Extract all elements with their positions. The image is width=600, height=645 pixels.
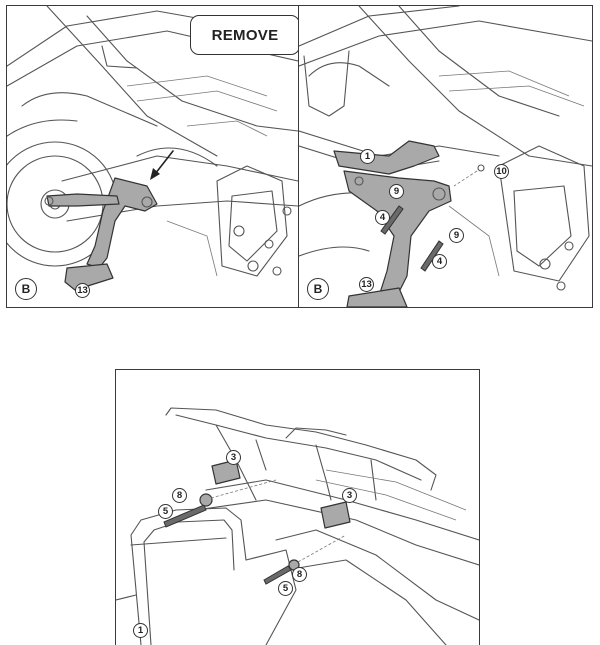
callout-10: 10 <box>494 164 509 179</box>
callout-4-second: 4 <box>432 254 447 269</box>
side-case-holder-drawing <box>116 407 479 645</box>
callout-13: 13 <box>75 283 90 298</box>
callout-13: 13 <box>359 277 374 292</box>
step-panel-bottom: 3 3 8 5 8 5 1 <box>115 369 480 645</box>
view-label-b: B <box>307 278 329 300</box>
callout-4: 4 <box>375 210 390 225</box>
callout-1: 1 <box>360 149 375 164</box>
motorcycle-rear-frame-drawing-right <box>299 6 592 307</box>
callout-5: 5 <box>158 504 173 519</box>
motorcycle-rear-frame-drawing-left <box>7 6 298 291</box>
callout-9-second: 9 <box>449 228 464 243</box>
callout-8-second: 8 <box>292 567 307 582</box>
callout-5-second: 5 <box>278 581 293 596</box>
callout-8: 8 <box>172 488 187 503</box>
step-panel-left: REMOVE B 13 <box>6 5 299 308</box>
callout-9: 9 <box>389 184 404 199</box>
callout-3-second: 3 <box>342 488 357 503</box>
step-panel-right: 1 9 10 4 9 4 B 13 <box>298 5 593 308</box>
remove-label: REMOVE <box>190 15 298 55</box>
callout-1: 1 <box>133 623 148 638</box>
view-label-b: B <box>15 278 37 300</box>
callout-3: 3 <box>226 450 241 465</box>
